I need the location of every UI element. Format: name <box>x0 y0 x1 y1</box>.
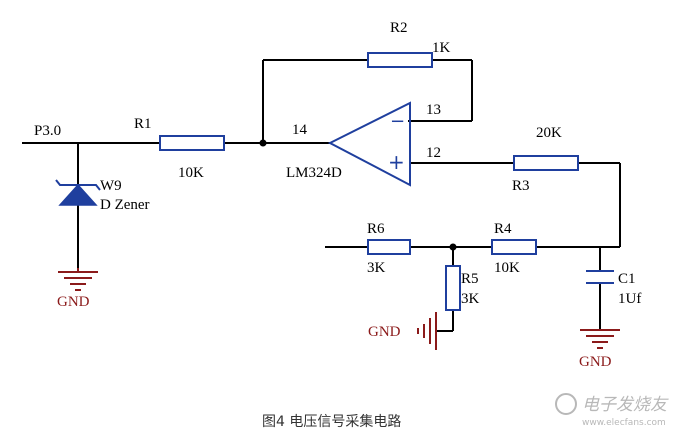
label-p30: P3.0 <box>34 123 61 139</box>
minus-sign: − <box>390 111 405 132</box>
label-r6: R6 <box>367 221 385 237</box>
ground-symbol-c1 <box>580 329 620 349</box>
label-c1-value: 1Uf <box>618 291 641 307</box>
watermark: 电子发烧友 www.elecfans.com <box>555 393 669 428</box>
label-r2: R2 <box>390 20 408 36</box>
junction-dot <box>449 243 457 251</box>
label-pin13: 13 <box>426 102 441 118</box>
capacitor-c1 <box>586 270 614 284</box>
label-pin12: 12 <box>426 145 441 161</box>
figure-caption: 图4 电压信号采集电路 <box>262 413 401 430</box>
plus-sign: + <box>388 150 405 174</box>
resistor-r1 <box>159 135 225 151</box>
ground-symbol-zener <box>58 268 98 291</box>
wires <box>22 59 621 332</box>
label-opamp: LM324D <box>286 165 342 181</box>
label-pin14: 14 <box>292 122 308 138</box>
label-r1: R1 <box>134 116 152 132</box>
label-gnd-c1: GND <box>579 354 612 370</box>
watermark-text: 电子发烧友 <box>582 395 669 415</box>
label-r4: R4 <box>494 221 512 237</box>
label-r3: R3 <box>512 178 530 194</box>
ground-symbol-r5 <box>417 312 437 350</box>
label-r6-value: 3K <box>367 260 386 276</box>
label-r2-value: 1K <box>432 40 451 56</box>
label-gnd-zener: GND <box>57 294 90 310</box>
label-r5: R5 <box>461 271 479 287</box>
label-r3-value: 20K <box>536 125 562 141</box>
watermark-logo-icon <box>555 393 577 415</box>
label-w9: W9 <box>100 178 122 194</box>
label-gnd-r5: GND <box>368 324 401 340</box>
label-r4-value: 10K <box>494 260 520 276</box>
opamp-triangle <box>327 101 411 187</box>
label-r5-value: 3K <box>461 291 480 307</box>
label-zener: D Zener <box>100 197 150 213</box>
resistor-r6 <box>367 239 411 255</box>
resistor-r4 <box>491 239 537 255</box>
zener-diode <box>55 179 101 206</box>
label-r1-value: 10K <box>178 165 204 181</box>
resistor-r3 <box>513 155 579 171</box>
junction-dot <box>259 139 267 147</box>
resistor-r5 <box>445 265 461 311</box>
label-c1: C1 <box>618 271 636 287</box>
resistor-r2 <box>367 52 433 68</box>
watermark-url: www.elecfans.com <box>582 418 666 428</box>
